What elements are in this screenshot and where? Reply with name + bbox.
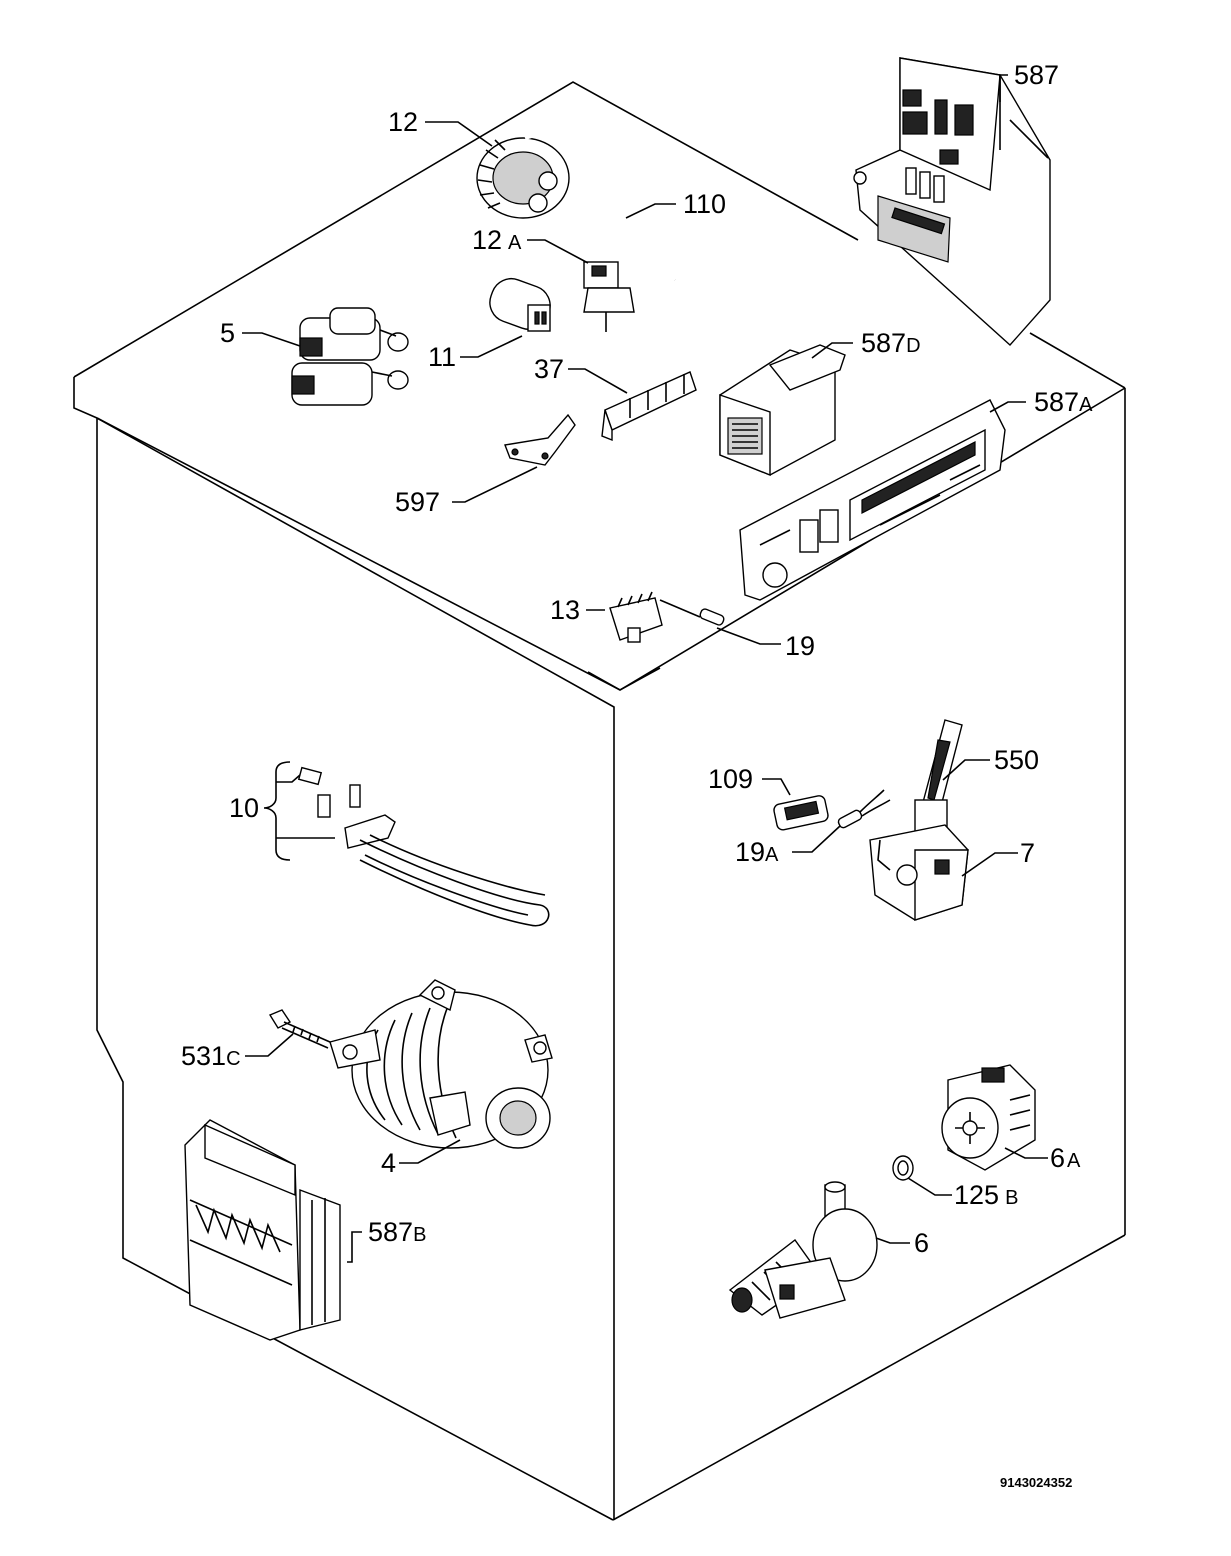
- callout-37: 37: [534, 354, 564, 384]
- callout-550: 550: [994, 745, 1039, 775]
- part-587d-module: [719, 344, 846, 477]
- callout-109: 109: [708, 764, 753, 794]
- part-10-heating-element: [297, 766, 550, 927]
- callout-12: 12: [388, 107, 418, 137]
- part-19-temp-sensor: [659, 599, 725, 626]
- part-550-lever: [914, 719, 963, 835]
- part-11-capacitor: [489, 278, 551, 332]
- callout-6: 6: [914, 1228, 929, 1258]
- callout-5: 5: [220, 318, 235, 348]
- callout-597: 597: [395, 487, 440, 517]
- part-6a-pump-motor: [941, 1064, 1036, 1171]
- part-12-pressure-switch: [476, 137, 570, 219]
- callout-11: 11: [428, 342, 456, 372]
- callout-4: 4: [381, 1148, 396, 1178]
- drawing-code: 9143024352: [1000, 1475, 1072, 1490]
- callout-110: 110: [683, 189, 726, 219]
- part-37-terminal-block: [601, 371, 697, 442]
- part-7-door-lock: [869, 824, 969, 921]
- part-597-bracket: [504, 413, 576, 466]
- part-4-motor: [329, 979, 553, 1149]
- callout-587: 587: [1014, 60, 1059, 90]
- leader-lines: [242, 74, 1048, 1263]
- part-587a-control-board: [739, 399, 1006, 601]
- callout-587d: 587D: [861, 328, 921, 358]
- callout-10: 10: [229, 793, 259, 823]
- part-587-electronic-board: [853, 57, 1051, 346]
- part-125b-seal-ring: [892, 1155, 914, 1181]
- part-110-hose: [524, 130, 676, 282]
- callout-19: 19: [785, 631, 815, 661]
- callout-13: 13: [550, 595, 580, 625]
- part-6-drain-pump: [728, 1181, 878, 1319]
- part-19a-sensor: [837, 789, 891, 829]
- part-13-connector: [609, 591, 663, 643]
- part-5-inlet-valve: [291, 307, 409, 406]
- callout-531c: 531C: [181, 1041, 241, 1071]
- part-587b-power-board: [184, 1119, 341, 1341]
- part-12a-pressure-sensor: [583, 261, 635, 332]
- callout-587b: 587B: [368, 1217, 426, 1247]
- callout-587a: 587A: [1034, 387, 1093, 417]
- callout-19a: 19A: [735, 837, 779, 867]
- part-109-cap: [773, 795, 829, 831]
- part-531c-bolt: [268, 1009, 331, 1049]
- callout-7: 7: [1020, 838, 1035, 868]
